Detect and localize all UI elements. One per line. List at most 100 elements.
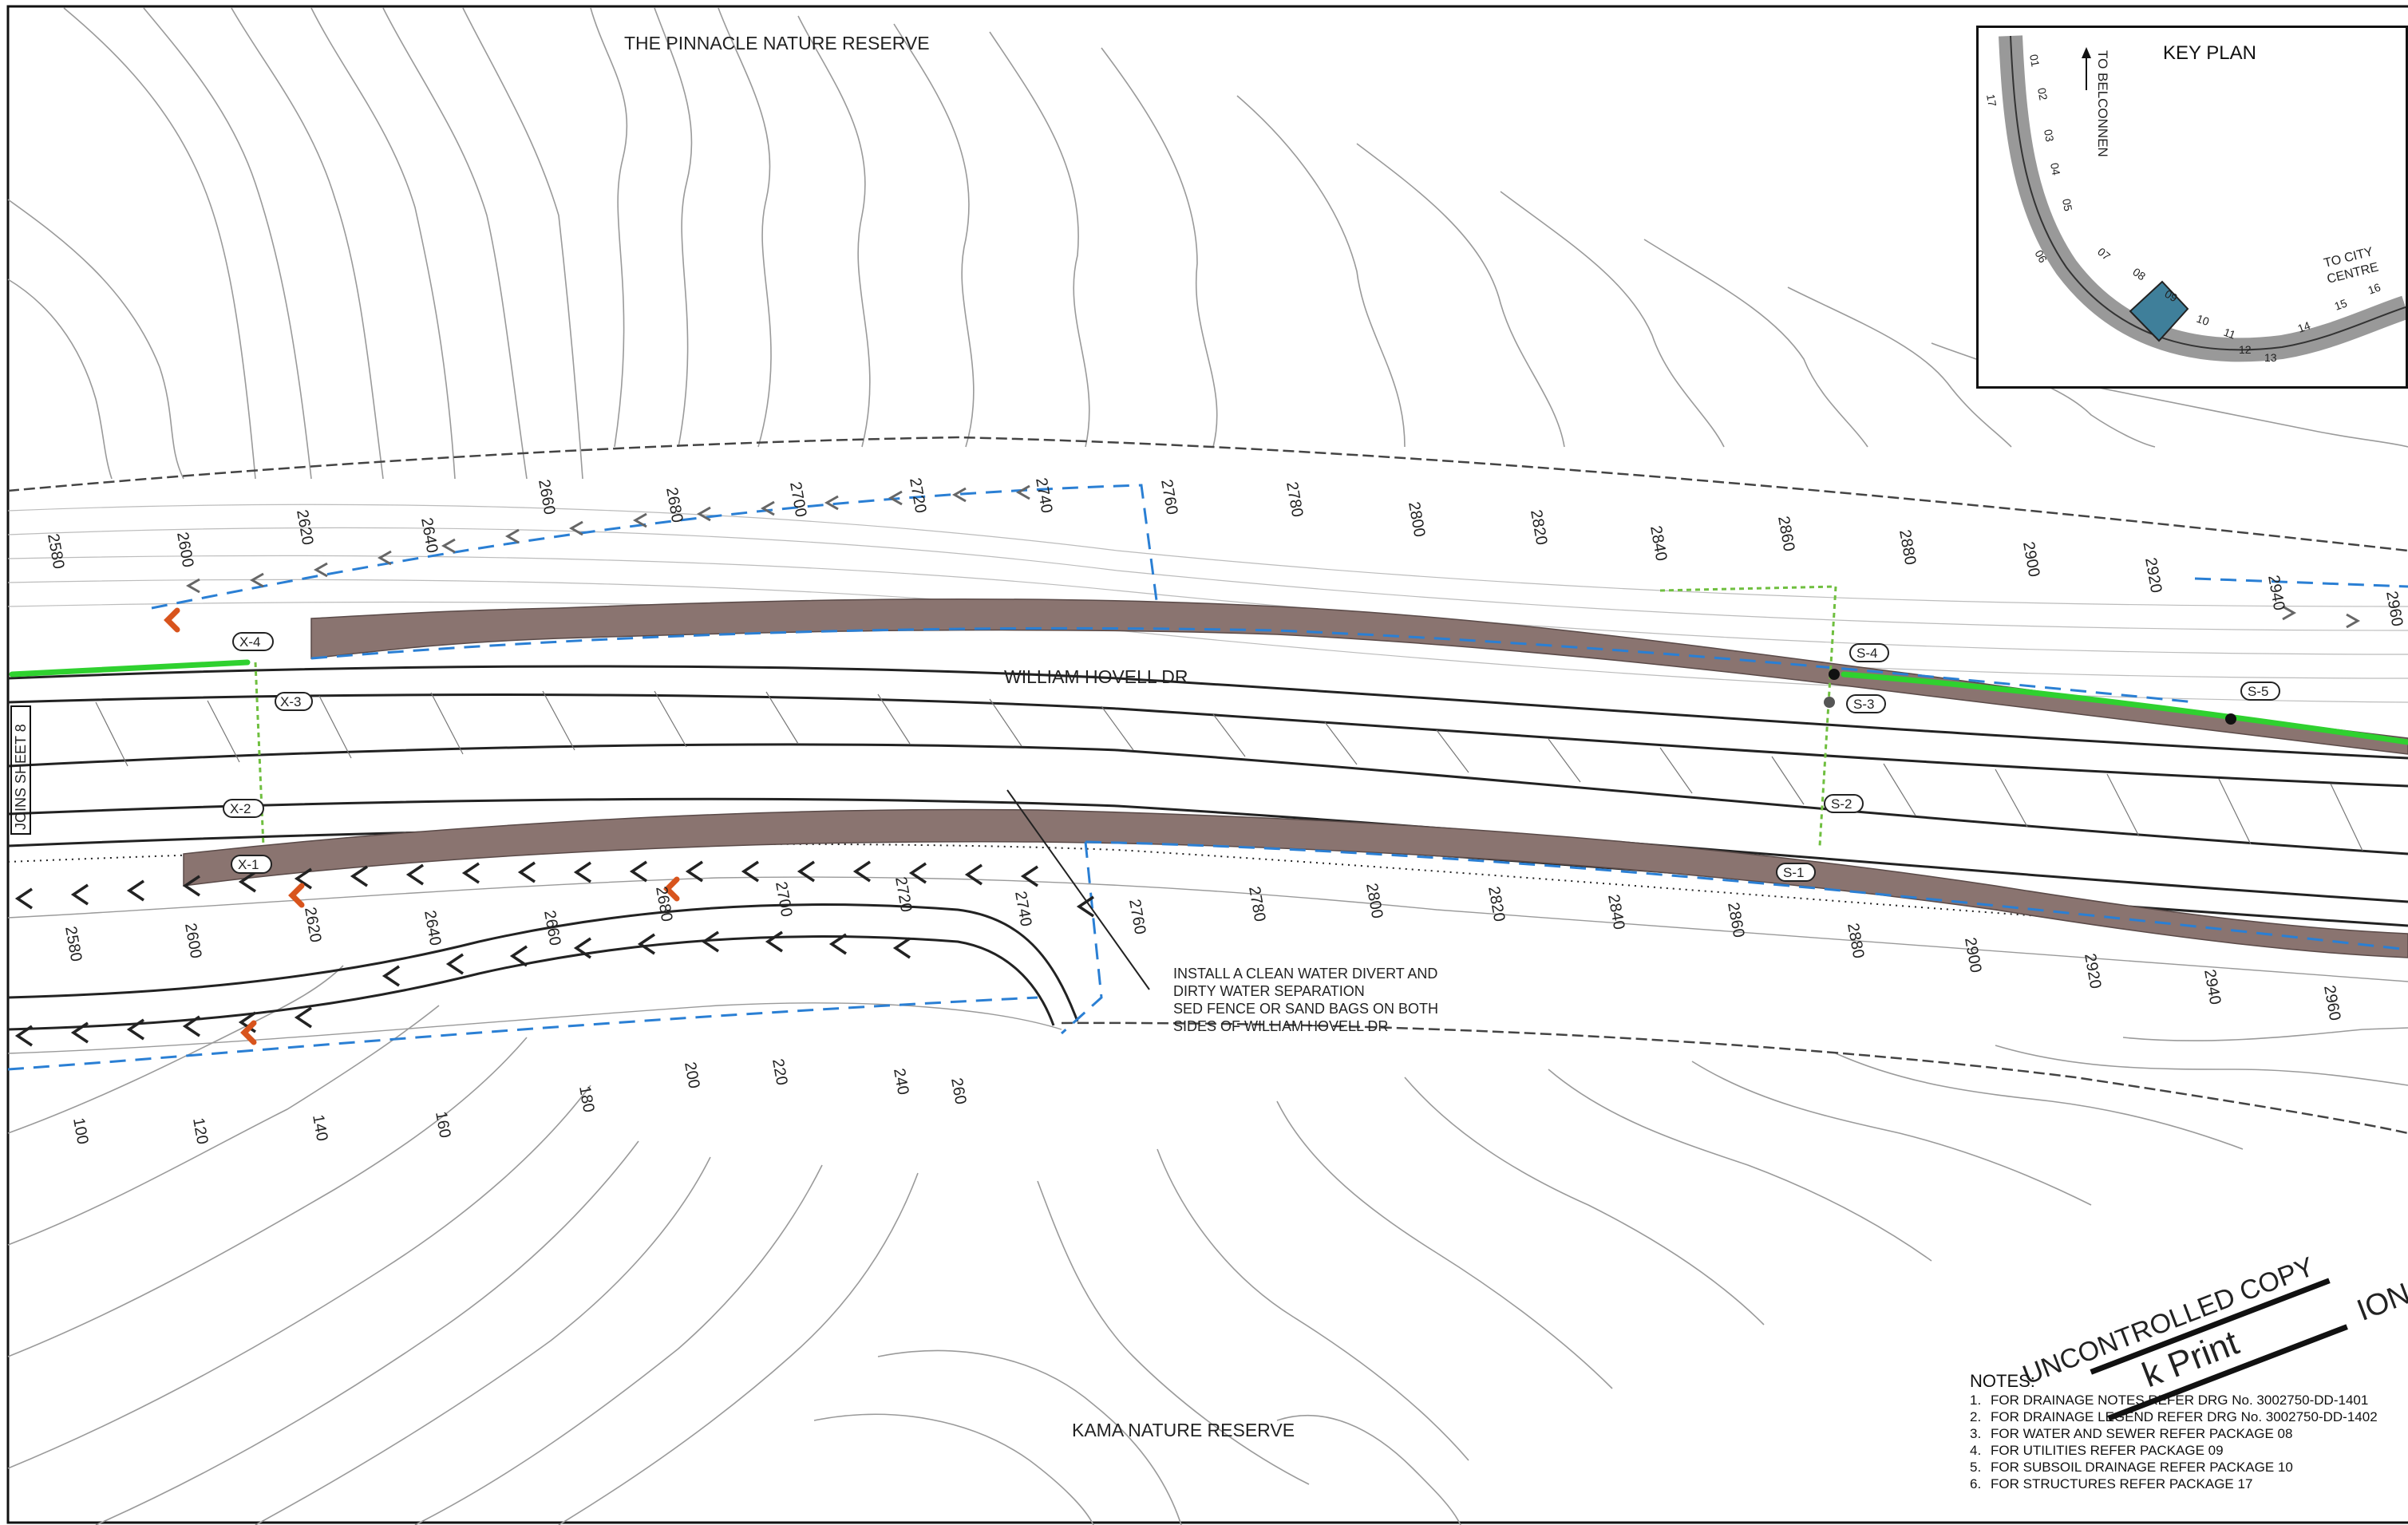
tag-s2: S-2 [1831, 796, 1852, 812]
tag-s4: S-4 [1856, 646, 1877, 661]
sheet-13: 13 [2264, 351, 2277, 364]
key-plan-sheet-numbers: 01 02 03 04 05 06 07 08 09 10 11 12 13 1… [1984, 53, 2382, 364]
tag-s4-box [1849, 643, 1889, 662]
sheet-14: 14 [2296, 318, 2312, 334]
chainage-top-2860: 2860 [1774, 515, 1797, 553]
orange-arrows [164, 607, 680, 1045]
chainage-low-260: 260 [947, 1077, 969, 1106]
chainage-top-2660: 2660 [535, 478, 558, 516]
stamp-bar-1 [2090, 1278, 2331, 1375]
pinnacle-reserve-label: THE PINNACLE NATURE RESERVE [624, 33, 930, 53]
callout-line-1: INSTALL A CLEAN WATER DIVERT AND [1173, 966, 1437, 982]
joins-sheet-box [10, 705, 31, 835]
note-item: 6.FOR STRUCTURES REFER PACKAGE 17 [1970, 1476, 2253, 1491]
tag-s5-box [2240, 682, 2280, 701]
boundary-dashes [7, 484, 2408, 1071]
chainage-mid-2920: 2920 [2081, 952, 2104, 990]
tag-x2-box [223, 799, 264, 818]
chainage-top-2740: 2740 [1032, 476, 1055, 515]
chainage-top-2680: 2680 [662, 486, 686, 524]
chainage-mid-2840: 2840 [1604, 893, 1627, 931]
chainage-top-2580: 2580 [44, 532, 67, 571]
contours-south [7, 965, 2408, 1525]
chainage-top-2620: 2620 [293, 508, 316, 547]
tag-x3-box [275, 692, 313, 711]
pit-s4 [1829, 669, 1840, 680]
chainage-mid-2940: 2940 [2200, 968, 2224, 1006]
sheet-07: 07 [2095, 245, 2113, 263]
chainage-mid-2700: 2700 [772, 880, 795, 919]
sheet-08: 08 [2130, 265, 2148, 282]
chainage-low-220: 220 [769, 1057, 790, 1087]
key-plan-map: TO BELCONNEN TO CITY CENTRE 01 02 03 04 … [1984, 35, 2406, 364]
chainage-top-2640: 2640 [417, 516, 441, 555]
limit-line-south [1061, 1021, 2408, 1135]
chainage-mid-2860: 2860 [1724, 901, 1747, 939]
chainage-mid-2580: 2580 [61, 925, 85, 963]
chainage-mid-2640: 2640 [421, 909, 444, 947]
chainage-low-120: 120 [189, 1116, 211, 1146]
sheet-05: 05 [2060, 198, 2074, 212]
chainage-mid-2960: 2960 [2320, 984, 2343, 1022]
sheet-06: 06 [2032, 248, 2050, 266]
chainage-low-140: 140 [309, 1113, 330, 1143]
chainage-mid-2760: 2760 [1125, 898, 1149, 936]
notes-heading: NOTES: [1970, 1371, 2035, 1391]
chainage-mid-2880: 2880 [1844, 922, 1867, 960]
chainage-top-2800: 2800 [1405, 500, 1428, 539]
tag-x2: X-2 [230, 801, 251, 816]
tag-x4-box [232, 632, 274, 651]
sheet-04: 04 [2048, 162, 2062, 176]
tag-x3: X-3 [280, 694, 301, 709]
chevrons-south [14, 860, 1094, 1047]
limit-line-north [7, 436, 2408, 552]
sheet-03: 03 [2042, 128, 2056, 143]
batter-south [183, 808, 2408, 958]
pit-s5 [2225, 713, 2236, 725]
sheet-12: 12 [2239, 343, 2252, 356]
chainage-low-240: 240 [890, 1067, 911, 1096]
tag-s1: S-1 [1783, 865, 1804, 880]
chainage-top-2900: 2900 [2019, 540, 2042, 579]
chainage-top-2820: 2820 [1527, 508, 1550, 547]
key-plan-title: KEY PLAN [2163, 42, 2256, 64]
chainage-top-2920: 2920 [2141, 556, 2165, 595]
batter-north [310, 598, 2408, 755]
key-plan: KEY PLAN TO BELCONNEN TO CITY CENTRE 01 … [1976, 26, 2408, 389]
chainage-top-2780: 2780 [1283, 480, 1306, 519]
chainage-mid-2820: 2820 [1485, 885, 1508, 923]
structure-tags: X-4 X-3 X-2 X-1 S-4 S-3 S-2 S-1 S-5 [223, 632, 2280, 882]
chainage-mid-2900: 2900 [1961, 936, 1984, 974]
chainage-mid-2660: 2660 [540, 909, 563, 947]
chainage-low: 100 120 140 160 180 200 220 240 260 [69, 1057, 969, 1146]
note-item: 5.FOR SUBSOIL DRAINAGE REFER PACKAGE 10 [1970, 1460, 2293, 1475]
chainage-low-180: 180 [575, 1084, 597, 1114]
chainage-mid-2800: 2800 [1362, 882, 1386, 920]
chainage-mid-2720: 2720 [892, 875, 915, 914]
contours-north [7, 7, 2408, 480]
kama-reserve-label: KAMA NATURE RESERVE [1072, 1420, 1295, 1440]
callout-leader [1006, 789, 1150, 990]
tag-s5: S-5 [2248, 684, 2268, 699]
chainage-top-2840: 2840 [1647, 524, 1670, 563]
tag-s3: S-3 [1853, 697, 1874, 712]
chainage-mid-2740: 2740 [1011, 890, 1034, 928]
callout-line-4: SIDES OF WILLIAM HOVELL DR [1173, 1018, 1388, 1034]
access-track [7, 903, 1079, 1031]
sheet-02: 02 [2035, 87, 2050, 101]
joins-sheet-label: JOINS SHEET 8 [13, 724, 29, 830]
stamp-ion-text: ION [2353, 1277, 2408, 1327]
callout-note: INSTALL A CLEAN WATER DIVERT AND DIRTY W… [1173, 966, 1438, 1034]
pit-s3 [1824, 697, 1835, 708]
stamp-bar-2 [2107, 1324, 2348, 1421]
to-belconnen-arrowhead [2082, 47, 2091, 58]
tag-s3-box [1846, 694, 1886, 713]
sheet-11: 11 [2222, 326, 2237, 342]
notes-list: 1.FOR DRAINAGE NOTES REFER DRG No. 30027… [1970, 1392, 2401, 1492]
chainage-top-2960: 2960 [2382, 590, 2406, 628]
chainage-mid-2600: 2600 [181, 922, 204, 960]
chainage-mid-2780: 2780 [1245, 885, 1268, 923]
chainage-low-160: 160 [432, 1110, 453, 1140]
note-item: 2.FOR DRAINAGE LEGEND REFER DRG No. 3002… [1970, 1409, 2378, 1424]
contours-mid-south [7, 876, 2408, 1054]
